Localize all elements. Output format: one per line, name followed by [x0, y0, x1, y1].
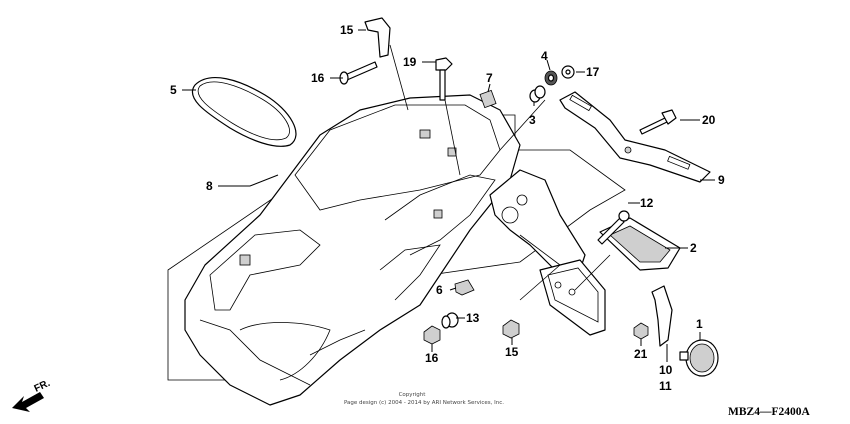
front-indicator: FR. — [33, 378, 52, 395]
callout-10: 10 — [659, 363, 673, 377]
rear-fender — [184, 94, 521, 406]
callout-13: 13 — [466, 311, 480, 325]
callout-16: 15 — [505, 345, 519, 359]
diagram-code: MBZ4—F2400A — [728, 406, 810, 418]
nut-16 — [502, 319, 520, 339]
callout-18: 21 — [634, 347, 648, 361]
collar — [529, 85, 546, 103]
callout-19: 17 — [586, 65, 600, 79]
callout-14: 15 — [340, 23, 354, 37]
callout-11: 11 — [659, 379, 672, 393]
callout-15: 16 — [311, 71, 325, 85]
license-bracket — [489, 169, 586, 271]
callout-5: 1 — [0, 0, 7, 3]
callout-8: 8 — [206, 179, 213, 193]
callout-labels: 1 — [0, 0, 7, 3]
screw-15 — [339, 61, 378, 85]
callout-2: 2 — [690, 241, 697, 255]
reflector — [679, 339, 719, 377]
callout-6: 6 — [436, 283, 443, 297]
callout-20: 19 — [403, 55, 417, 69]
callout-3: 3 — [529, 113, 536, 127]
nut-18 — [633, 322, 649, 340]
callout-4: 4 — [541, 49, 548, 63]
callout-1: 1 — [696, 317, 703, 331]
stay-bracket — [559, 91, 711, 183]
callout-17: 16 — [425, 351, 439, 365]
screw-12 — [597, 210, 630, 245]
bolt-21 — [639, 109, 677, 135]
plate-light — [539, 259, 606, 336]
callout-7: 7 — [486, 71, 493, 85]
callout-9: 9 — [718, 173, 725, 187]
seal-ring — [191, 77, 297, 147]
leader-lines — [182, 29, 715, 362]
washer — [561, 65, 575, 79]
clip — [364, 17, 391, 58]
reflector-bracket — [651, 285, 673, 347]
callout-12: 12 — [640, 196, 654, 210]
copyright-line2: Page design (c) 2004 - 2014 by ARI Netwo… — [344, 400, 504, 406]
copyright-line1: Copyright — [399, 392, 427, 398]
collar-13 — [441, 312, 459, 329]
callout-5b: 5 — [170, 83, 177, 97]
cushion — [479, 89, 497, 109]
callout-21: 20 — [702, 113, 716, 127]
grommet — [544, 70, 558, 86]
nut-17 — [423, 325, 441, 345]
front-arrow-icon — [12, 392, 44, 412]
bolt-20 — [435, 57, 453, 101]
nut-6 — [454, 279, 475, 296]
